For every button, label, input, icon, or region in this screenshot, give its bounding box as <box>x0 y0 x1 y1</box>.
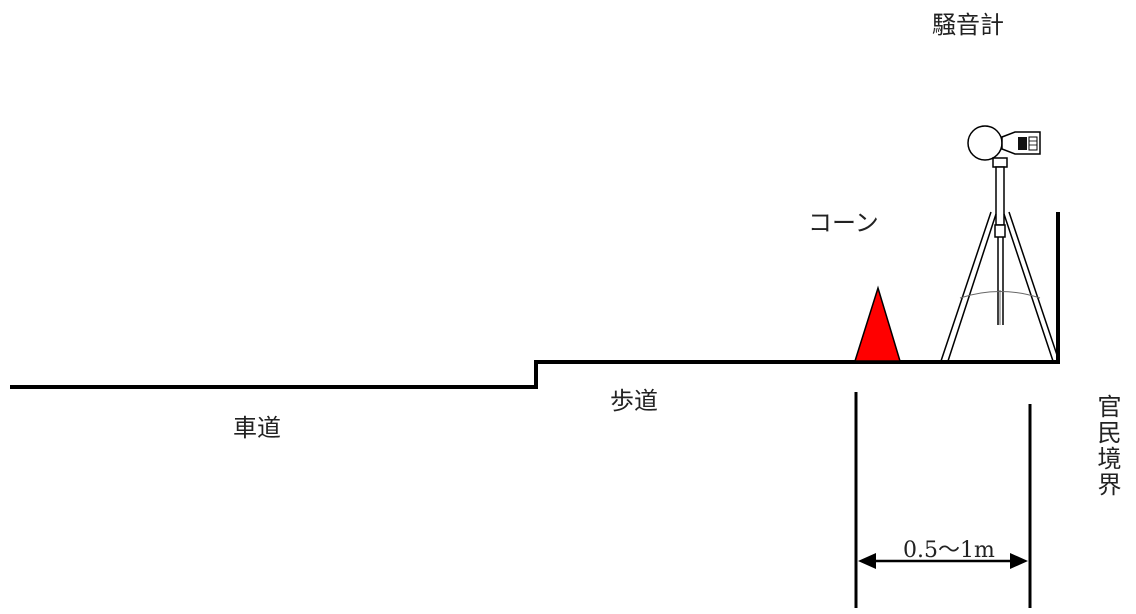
roadway-label: 車道 <box>233 414 281 442</box>
traffic-cone-icon <box>853 285 902 362</box>
distance-label: 0.5～1m <box>903 538 995 563</box>
sound-level-meter-icon <box>940 125 1060 362</box>
sound-level-meter-label: 騒音計 <box>932 11 1004 39</box>
arrowhead-left-icon <box>858 553 876 569</box>
arrowhead-right-icon <box>1010 553 1028 569</box>
boundary-label: 官民境界 <box>1093 394 1121 498</box>
cone-label: コーン <box>808 209 879 237</box>
road-profile-line <box>10 360 1058 389</box>
sidewalk-label: 歩道 <box>610 387 658 415</box>
